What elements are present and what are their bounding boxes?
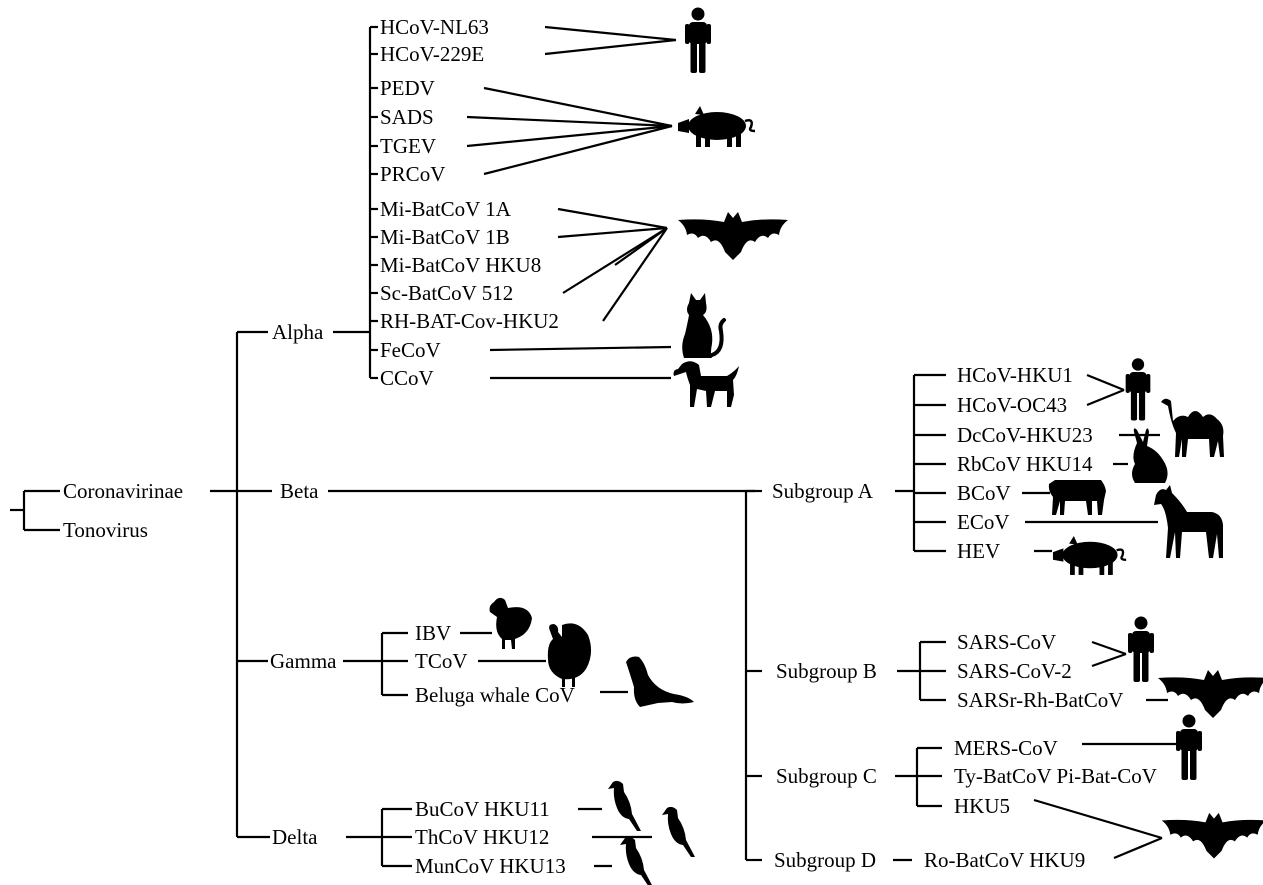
host-connector [1087, 390, 1124, 405]
alpha-member-label: HCoV-NL63 [380, 15, 489, 39]
subgroup-a-member-label: HCoV-HKU1 [957, 363, 1073, 387]
pig-icon [1053, 536, 1126, 575]
delta-member-label: MunCoV HKU13 [415, 854, 566, 878]
alpha-member-label: Mi-BatCoV 1A [380, 197, 512, 221]
bird-icon [608, 781, 641, 831]
horse-icon [1154, 485, 1223, 558]
alpha-member-label: HCoV-229E [380, 42, 484, 66]
tonovirus-label: Tonovirus [63, 518, 148, 542]
human-icon [1128, 617, 1154, 683]
host-connector [484, 88, 672, 126]
alpha-member-label: SADS [380, 105, 434, 129]
host-connector [1092, 654, 1126, 666]
subgroup-d-member-label: Ro-BatCoV HKU9 [924, 848, 1085, 872]
host-connector [1087, 375, 1124, 390]
host-connector [558, 228, 667, 237]
host-connector [1092, 642, 1126, 654]
subgroup-b-label: Subgroup B [776, 659, 877, 683]
human-icon [1126, 358, 1151, 420]
host-connector [467, 126, 672, 146]
subgroup-b-member-label: SARS-CoV-2 [957, 659, 1072, 683]
gamma-member-label: IBV [415, 621, 451, 645]
delta-member-label: BuCoV HKU11 [415, 797, 550, 821]
subgroup-b-member-label: SARS-CoV [957, 630, 1056, 654]
bird-icon [662, 807, 695, 857]
subgroup-b-member-label: SARSr-Rh-BatCoV [957, 688, 1123, 712]
bat-icon [1162, 813, 1263, 859]
host-connector [545, 27, 676, 40]
subgroup-a-member-label: RbCoV HKU14 [957, 452, 1093, 476]
bird-icon [620, 837, 653, 885]
genus-beta-label: Beta [280, 479, 319, 503]
bat-icon [678, 212, 788, 260]
subgroup-a-member-label: HCoV-OC43 [957, 393, 1067, 417]
cow-icon [1049, 480, 1106, 515]
host-connector [484, 126, 672, 174]
human-icon [685, 8, 711, 74]
subgroup-c-member-label: Ty-BatCoV Pi-Bat-CoV [954, 764, 1157, 788]
subgroup-a-member-label: HEV [957, 539, 1000, 563]
alpha-member-label: PRCoV [380, 162, 445, 186]
host-connector [603, 228, 667, 321]
delta-member-label: ThCoV HKU12 [415, 825, 549, 849]
camel-icon [1161, 399, 1224, 457]
subgroup-a-label: Subgroup A [772, 479, 874, 503]
alpha-member-label: FeCoV [380, 338, 441, 362]
subgroup-c-member-label: MERS-CoV [954, 736, 1058, 760]
host-connector [1034, 800, 1162, 838]
seal-icon [626, 657, 694, 707]
host-connector [545, 40, 676, 54]
genus-delta-label: Delta [272, 825, 318, 849]
alpha-member-label: PEDV [380, 76, 435, 100]
chicken-icon [490, 598, 533, 649]
turkey-icon [548, 623, 591, 687]
alpha-member-label: Mi-BatCoV 1B [380, 225, 510, 249]
bat-icon [1158, 670, 1263, 718]
alpha-member-label: CCoV [380, 366, 434, 390]
dog-icon [674, 361, 740, 407]
rabbit-icon [1132, 428, 1168, 483]
gamma-member-label: Beluga whale CoV [415, 683, 575, 707]
subgroup-a-member-label: DcCoV-HKU23 [957, 423, 1093, 447]
alpha-member-label: RH-BAT-Cov-HKU2 [380, 309, 559, 333]
subgroup-a-member-label: ECoV [957, 510, 1010, 534]
subgroup-c-label: Subgroup C [776, 764, 877, 788]
host-connector [1114, 838, 1162, 858]
host-connector [563, 228, 667, 293]
gamma-member-label: TCoV [415, 649, 468, 673]
alpha-member-label: TGEV [380, 134, 436, 158]
alpha-member-label: Sc-BatCoV 512 [380, 281, 513, 305]
subgroup-d-label: Subgroup D [774, 848, 876, 872]
host-connector [558, 209, 667, 228]
subgroup-a-member-label: BCoV [957, 481, 1011, 505]
host-connector [467, 117, 672, 126]
subgroup-c-member-label: HKU5 [954, 794, 1010, 818]
human-icon [1176, 715, 1202, 781]
genus-gamma-label: Gamma [270, 649, 337, 673]
alpha-member-label: Mi-BatCoV HKU8 [380, 253, 541, 277]
genus-alpha-label: Alpha [272, 320, 324, 344]
cat-icon [682, 293, 724, 358]
coronavirinae-label: Coronavirinae [63, 479, 183, 503]
host-connector [490, 347, 671, 350]
pig-icon [678, 106, 755, 147]
